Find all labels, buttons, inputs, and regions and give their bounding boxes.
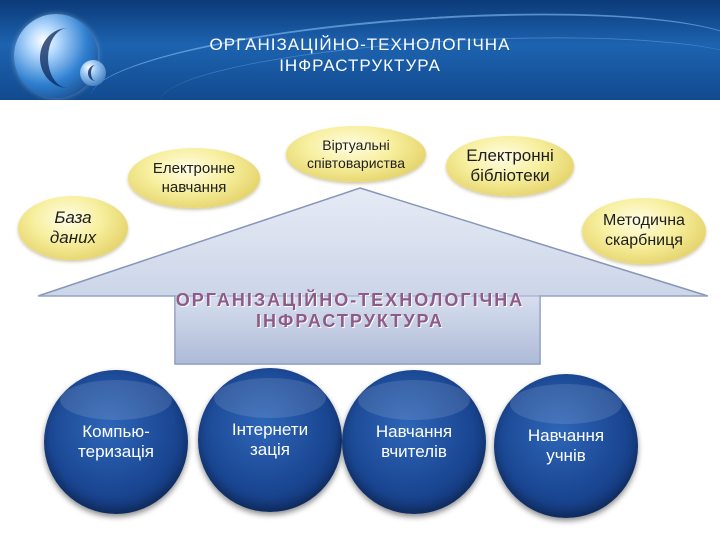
circle-student-training: Навчання учнів: [494, 374, 638, 518]
circle-student-training-label: Навчання учнів: [527, 426, 605, 465]
bubble-methodical-treasury: Методична скарбниця: [582, 198, 706, 264]
house-title-line2: ІНФРАСТРУКТУРА: [256, 311, 444, 331]
header-banner: ОРГАНІЗАЦІЙНО-ТЕХНОЛОГІЧНА ІНФРАСТРУКТУР…: [0, 0, 720, 100]
bubble-elibraries-label: Електронні бібліотеки: [466, 146, 554, 185]
bubble-database-label: База даних: [49, 208, 97, 247]
slide-title-line1: ОРГАНІЗАЦІЙНО-ТЕХНОЛОГІЧНА: [209, 35, 511, 54]
small-orb-icon: [80, 60, 106, 86]
house-title: ОРГАНІЗАЦІЙНО-ТЕХНОЛОГІЧНА ІНФРАСТРУКТУР…: [150, 290, 550, 332]
circle-internetization: Інтернети зація: [198, 368, 342, 512]
bubble-elearning: Електронне навчання: [128, 148, 260, 208]
bubble-methodical-treasury-label: Методична скарбниця: [603, 212, 685, 249]
house-body: [174, 295, 541, 365]
circle-computerization: Компью- теризація: [44, 370, 188, 514]
circle-computerization-label: Компью- теризація: [78, 422, 154, 461]
circle-teacher-training: Навчання вчителів: [342, 370, 486, 514]
bubble-virtual-communities-label: Віртуальні співтовариства: [306, 137, 405, 171]
bubble-database: База даних: [18, 196, 128, 260]
slide-title-line2: ІНФРАСТРУКТУРА: [279, 56, 441, 75]
circle-teacher-training-label: Навчання вчителів: [375, 422, 453, 461]
house-title-line1: ОРГАНІЗАЦІЙНО-ТЕХНОЛОГІЧНА: [175, 290, 525, 310]
globe-logo-icon: [14, 14, 98, 98]
bubble-elibraries: Електронні бібліотеки: [446, 136, 574, 196]
bubble-elearning-label: Електронне навчання: [152, 160, 236, 196]
circle-internetization-label: Інтернети зація: [231, 420, 309, 459]
slide-title: ОРГАНІЗАЦІЙНО-ТЕХНОЛОГІЧНА ІНФРАСТРУКТУР…: [130, 34, 590, 76]
bubble-virtual-communities: Віртуальні співтовариства: [286, 126, 426, 182]
